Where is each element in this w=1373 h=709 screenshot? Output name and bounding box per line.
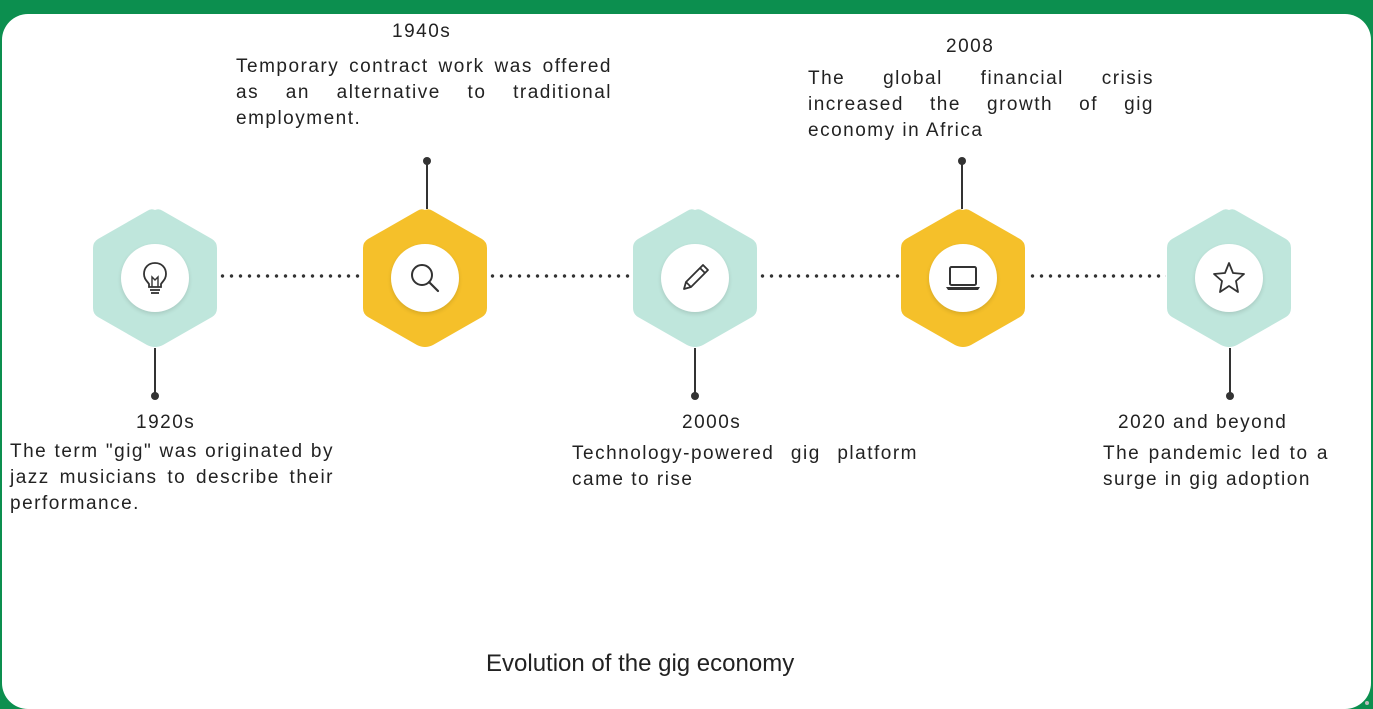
laptop-icon	[946, 266, 980, 290]
milestone-year: 2020 and beyond	[1118, 412, 1288, 433]
icon-circle	[661, 244, 729, 312]
leader-line-2020	[1229, 348, 1231, 394]
leader-line-1940s	[426, 161, 428, 209]
milestone-1940s-node	[362, 208, 488, 348]
milestone-2000s-node	[632, 208, 758, 348]
milestone-year: 1940s	[392, 21, 452, 42]
leader-line-1920s	[154, 348, 156, 394]
leader-line-2000s	[694, 348, 696, 394]
milestone-year: 2008	[946, 36, 995, 57]
lightbulb-icon	[143, 262, 167, 294]
milestone-2020-node	[1166, 208, 1292, 348]
milestone-description: The term "gig" was originated by jazz mu…	[10, 441, 334, 514]
connector-4-5	[1028, 274, 1166, 278]
leader-dot-2020	[1226, 392, 1234, 400]
milestone-2008-node	[900, 208, 1026, 348]
icon-circle	[391, 244, 459, 312]
milestone-description: Temporary contract work was offered as a…	[236, 56, 612, 129]
milestone-1920s-node	[92, 208, 218, 348]
connector-3-4	[758, 274, 900, 278]
milestone-description: The global financial crisis increased th…	[808, 68, 1154, 141]
milestone-description: Technology-powered gig platform came to …	[572, 443, 918, 490]
timeline-card	[2, 14, 1371, 709]
leader-line-2008	[961, 161, 963, 209]
search-icon	[411, 264, 440, 293]
connector-2-3	[488, 274, 630, 278]
diagram-caption: Evolution of the gig economy	[486, 650, 795, 677]
milestone-year: 1920s	[136, 412, 196, 433]
icon-circle	[121, 244, 189, 312]
star-icon	[1213, 262, 1245, 293]
leader-dot-1920s	[151, 392, 159, 400]
leader-dot-2000s	[691, 392, 699, 400]
milestone-year: 2000s	[682, 412, 742, 433]
pencil-icon	[683, 264, 709, 290]
milestone-description: The pandemic led to a surge in gig adopt…	[1103, 443, 1329, 490]
connector-1-2	[218, 274, 360, 278]
icon-circle	[929, 244, 997, 312]
icon-circle	[1195, 244, 1263, 312]
corner-mark	[1365, 701, 1369, 705]
